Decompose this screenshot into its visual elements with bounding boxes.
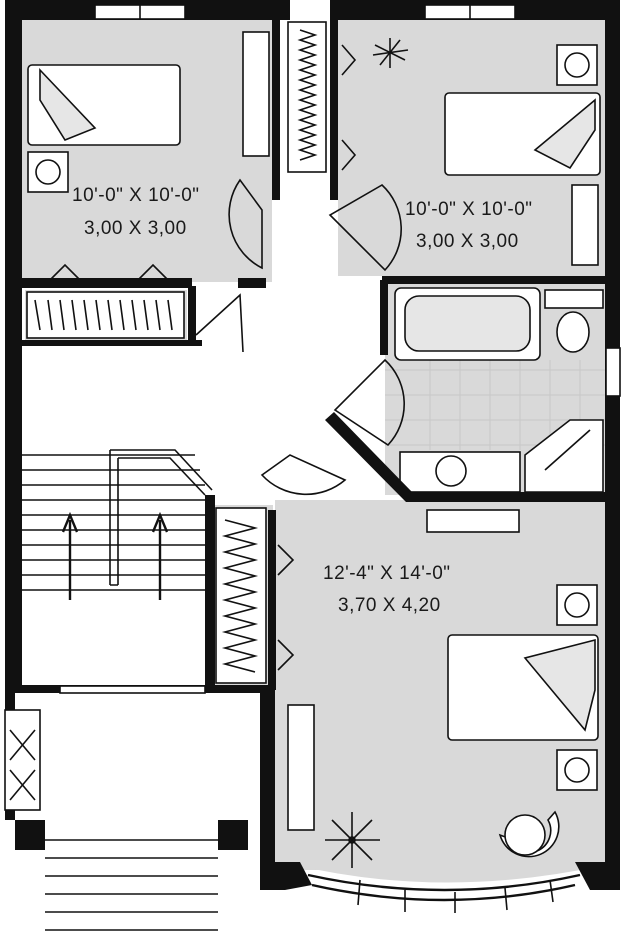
armchair-master: [498, 810, 560, 858]
shelf-master: [426, 509, 520, 533]
plant-master: [325, 812, 380, 868]
walls: [5, 0, 620, 890]
window-bath: [605, 347, 621, 397]
wall-bath-left: [380, 280, 388, 355]
dim-top-right-metric: 3,00 X 3,00: [416, 231, 519, 252]
wall-left-outer: [5, 0, 22, 690]
door-left-bedroom: [228, 178, 263, 270]
stair-arrow-left: [61, 511, 79, 600]
wall-center-top-b: [330, 0, 338, 200]
wall-closet-side: [188, 286, 196, 346]
nightstand-top-right: [556, 44, 598, 86]
door-linen: [195, 293, 244, 353]
wall-master-left-b: [268, 510, 276, 690]
dresser-top-left: [242, 31, 270, 157]
door-master: [260, 454, 347, 496]
dresser-master: [287, 704, 315, 831]
wall-left-room-bottom-b: [238, 278, 266, 288]
bed-top-left-fold: [39, 67, 97, 141]
dim-master-metric: 3,70 X 4,20: [338, 595, 441, 616]
doors: [49, 44, 405, 671]
porch-pillar-right: [218, 820, 248, 850]
closet-door-master: [277, 544, 295, 671]
sink: [435, 455, 467, 487]
bed-top-right-fold: [533, 98, 596, 170]
wall-closet-bottom: [22, 340, 202, 346]
stair-railing: [109, 449, 213, 586]
bathtub-inner: [404, 295, 531, 352]
closet-door-top-left: [49, 263, 169, 281]
window-stair: [59, 685, 206, 694]
furniture-master: [287, 509, 599, 868]
stairs: [22, 449, 218, 931]
nightstand-top-left: [27, 151, 69, 193]
nightstand-master-bottom: [556, 749, 598, 791]
closet-door-center: [341, 44, 357, 171]
furniture-top-right: [372, 38, 601, 266]
dresser-top-right: [571, 184, 599, 266]
wall-bay-left: [275, 862, 312, 890]
toilet-bowl: [556, 311, 590, 353]
wall-left-room-bottom: [22, 278, 192, 288]
door-right-bedroom: [328, 184, 402, 272]
corner-shower: [524, 419, 604, 493]
porch-steps: [45, 839, 218, 931]
bay-window-floor: [295, 860, 605, 883]
door-bath: [333, 358, 405, 447]
stair-arrow-right: [151, 511, 169, 600]
dim-top-left-metric: 3,00 X 3,00: [84, 218, 187, 239]
shower-diagonal: [544, 429, 591, 471]
wall-bath-diagonal: [325, 412, 605, 502]
wall-bay-right: [575, 862, 605, 890]
bed-master-fold: [523, 638, 596, 732]
closets: [26, 21, 327, 684]
wall-right-outer: [605, 0, 620, 890]
nightstand-master-top: [556, 584, 598, 626]
wall-master-left: [205, 495, 215, 690]
furniture-top-left: [27, 31, 270, 193]
bathroom-fixtures: [385, 287, 605, 493]
dim-top-right-imperial: 10'-0" X 10'-0": [405, 199, 533, 220]
porch-pillar-left: [15, 820, 45, 850]
wall-porch-right: [260, 690, 275, 890]
toilet-tank: [544, 289, 604, 309]
dim-master-imperial: 12'-4" X 14'-0": [323, 563, 451, 584]
bedroom-top-left-floor: [22, 20, 272, 282]
wall-bath-top: [382, 276, 607, 284]
wall-center-top: [272, 0, 280, 200]
bay-window: [307, 873, 581, 902]
plant-top-right: [372, 38, 409, 68]
dim-top-left-imperial: 10'-0" X 10'-0": [72, 185, 200, 206]
porch-planter: [9, 729, 36, 801]
